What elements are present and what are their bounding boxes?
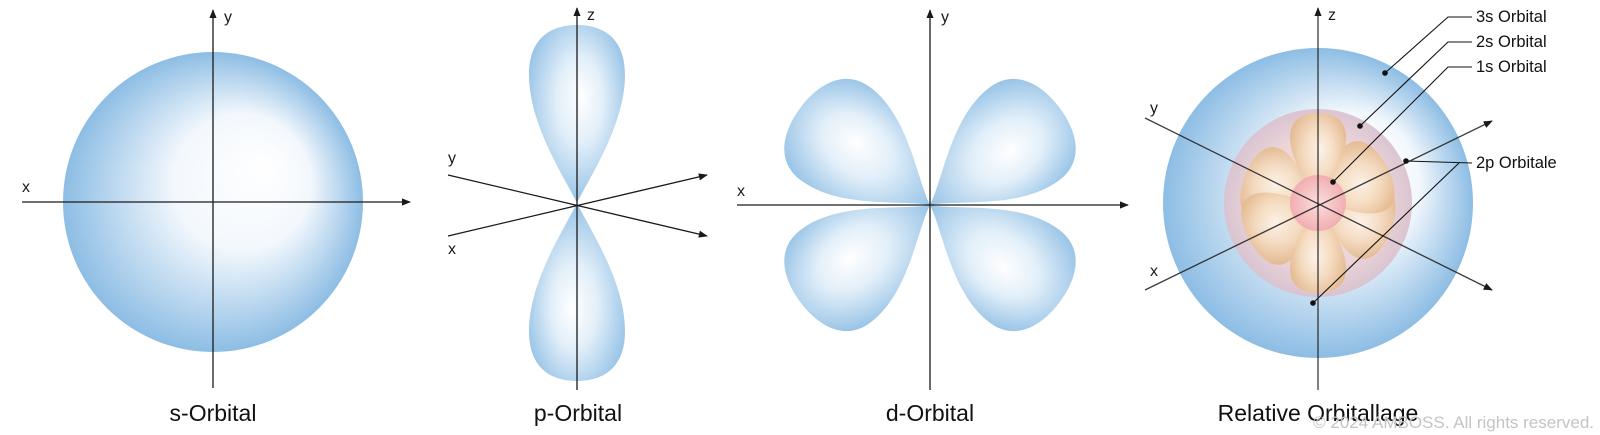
relative-orbitallage-caption: Relative Orbitallage bbox=[1218, 400, 1419, 426]
p-orbital-caption: p-Orbital bbox=[534, 400, 622, 426]
callout-3s-orbital: 3s Orbital bbox=[1476, 8, 1547, 26]
p-z-axis-label: z bbox=[587, 7, 595, 24]
leader-1s-dot bbox=[1330, 179, 1336, 185]
d-orbital-caption: d-Orbital bbox=[886, 400, 974, 426]
callout-1s-orbital: 1s Orbital bbox=[1476, 58, 1547, 76]
rel-y-axis-label: y bbox=[1150, 100, 1158, 117]
leader-2p-lower-dot bbox=[1310, 300, 1316, 306]
copyright-notice: © 2024 AMBOSS. All rights reserved. bbox=[1313, 413, 1594, 432]
leader-2p-upper-dot bbox=[1403, 158, 1409, 164]
leader-2p-upper bbox=[1405, 160, 1473, 164]
panel-relative-orbitals: z y x 3s Orbital 2s Orbital 1s Orbital 2… bbox=[1144, 7, 1557, 426]
rel-y-axis bbox=[1144, 117, 1493, 291]
leader-2s bbox=[1359, 41, 1472, 127]
callout-2s-orbital: 2s Orbital bbox=[1476, 33, 1547, 51]
d-x-axis-label: x bbox=[737, 183, 745, 200]
panel-d-orbital: y x d-Orbital bbox=[737, 9, 1129, 426]
callout-2p-orbitale: 2p Orbitale bbox=[1476, 154, 1557, 172]
leader-3s-dot bbox=[1382, 70, 1388, 76]
s-x-axis-label: x bbox=[22, 179, 30, 196]
panel-p-orbital: z y x p-Orbital bbox=[447, 7, 708, 426]
d-y-axis-label: y bbox=[941, 9, 949, 26]
panel-s-orbital: y x s-Orbital bbox=[22, 9, 411, 426]
p-y-axis-label: y bbox=[448, 150, 456, 167]
rel-z-axis-label: z bbox=[1328, 7, 1336, 24]
leader-3s bbox=[1384, 16, 1472, 74]
s-orbital-caption: s-Orbital bbox=[170, 400, 257, 426]
rel-x-axis bbox=[1144, 120, 1493, 291]
leader-2s-dot bbox=[1357, 123, 1363, 129]
leader-1s bbox=[1332, 66, 1472, 183]
rel-x-axis-label: x bbox=[1150, 263, 1158, 280]
leader-2p-lower bbox=[1312, 162, 1460, 304]
p-x-axis-label: x bbox=[448, 241, 456, 258]
s-y-axis-label: y bbox=[224, 9, 232, 26]
